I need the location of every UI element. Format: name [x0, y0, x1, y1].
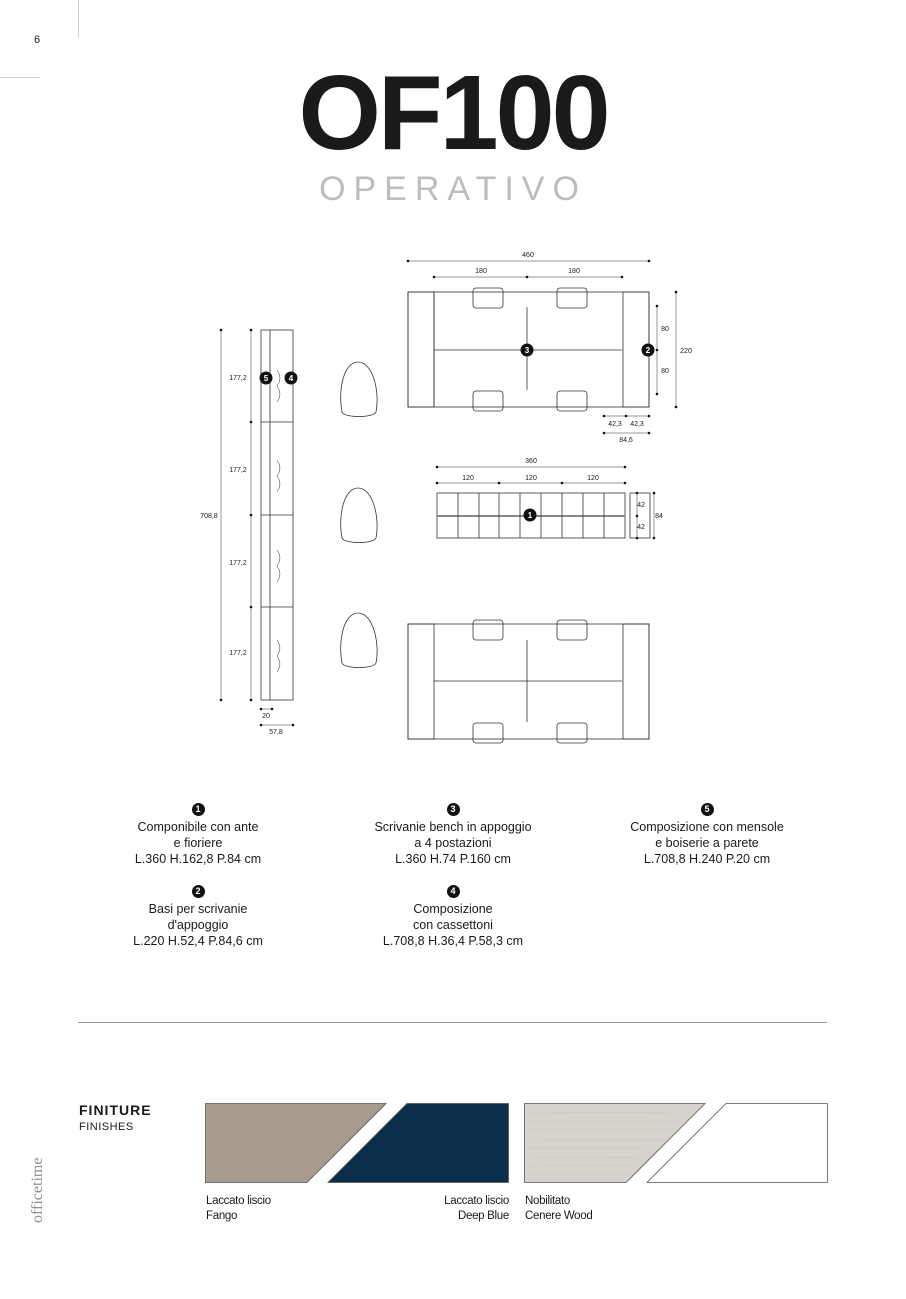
item-description-5: 5 Composizione con mensole e boiserie a … — [592, 800, 822, 867]
page-title: OF100 — [298, 54, 610, 172]
wall-column — [260, 329, 294, 701]
left-divider — [0, 77, 40, 78]
section-divider — [78, 1022, 827, 1023]
dim-wall-total: 708,8 — [200, 513, 218, 520]
swatch-label-cenere-wood: Nobilitato Cenere Wood — [525, 1194, 593, 1224]
swatch-label-line2: Cenere Wood — [525, 1210, 593, 1222]
dim-mid-overall: 360 — [525, 458, 537, 465]
item-size: L.708,8 H.240 P.20 cm — [643, 852, 771, 866]
dim-wall-1: 177,2 — [229, 375, 247, 382]
drawing-badge-4: 4 — [289, 374, 294, 383]
officetime-logo: officetime — [29, 1158, 46, 1223]
item-line2: a 4 postazioni — [414, 836, 492, 850]
swatch-fango — [205, 1103, 387, 1183]
item-line2: e fioriere — [173, 836, 223, 850]
dim-top-right: 180 — [568, 268, 580, 275]
item-badge: 3 — [446, 803, 460, 816]
planter-1 — [340, 361, 378, 417]
swatch-label-deep-blue: Laccato liscio Deep Blue — [388, 1194, 509, 1224]
item-description-3: 3 Scrivanie bench in appoggio a 4 postaz… — [338, 800, 568, 867]
brand-name: officetime — [29, 1158, 46, 1223]
dim-wall-depth-2: 57,8 — [269, 729, 283, 736]
drawing-badge-5: 5 — [264, 374, 269, 383]
top-divider — [78, 0, 79, 38]
finishes-title: FINITURE — [79, 1102, 152, 1118]
drawing-badge-1: 1 — [528, 511, 533, 520]
planter-3 — [340, 612, 378, 668]
item-line1: Componibile con ante — [137, 820, 259, 834]
item-line2: con cassettoni — [413, 918, 493, 932]
swatch-white — [646, 1103, 828, 1183]
page-subtitle: OPERATIVO — [319, 170, 587, 208]
finish-swatches — [205, 1103, 828, 1183]
item-line2: d'appoggio — [167, 918, 229, 932]
swatch-deep-blue — [327, 1103, 509, 1183]
drawing-badge-3: 3 — [525, 346, 530, 355]
page-number: 6 — [34, 34, 41, 46]
dim-top-left: 180 — [475, 268, 487, 275]
item-line1: Composizione con mensole — [630, 820, 784, 834]
item-line1: Composizione — [413, 902, 493, 916]
finishes-subtitle: FINISHES — [79, 1121, 134, 1133]
swatch-label-line2: Fango — [206, 1210, 238, 1222]
swatch-label-line1: Nobilitato — [525, 1195, 570, 1207]
item-description-2: 2 Basi per scrivanie d'appoggio L.220 H.… — [83, 882, 313, 949]
item-badge: 5 — [700, 803, 714, 816]
swatch-label-line1: Laccato liscio — [444, 1195, 509, 1207]
item-size: L.708,8 H.36,4 P.58,3 cm — [382, 934, 524, 948]
dim-mid-1: 120 — [462, 475, 474, 482]
item-description-1: 1 Componibile con ante e fioriere L.360 … — [83, 800, 313, 867]
swatch-label-line1: Laccato liscio — [206, 1195, 271, 1207]
drawing-badge-2: 2 — [646, 346, 651, 355]
dim-mid-2: 120 — [525, 475, 537, 482]
cabinet-elevation — [436, 492, 651, 539]
dim-wall-4: 177,2 — [229, 650, 247, 657]
item-badge: 2 — [191, 885, 205, 898]
planter-2 — [340, 487, 378, 543]
swatch-label-fango: Laccato liscio Fango — [206, 1194, 271, 1224]
item-badge: 4 — [446, 885, 460, 898]
item-description-4: 4 Composizione con cassettoni L.708,8 H.… — [338, 882, 568, 949]
dim-top-leg-2: 42,3 — [630, 421, 644, 428]
dim-wall-2: 177,2 — [229, 467, 247, 474]
dim-mid-side-2: 42 — [637, 524, 645, 531]
dim-wall-depth-1: 20 — [262, 713, 270, 720]
bench-plan-bottom — [407, 619, 650, 744]
dim-top-side-total: 220 — [680, 348, 692, 355]
technical-drawing: 460 180 180 80 80 220 42,3 42,3 84,6 360… — [200, 252, 692, 744]
dim-top-side-2: 80 — [661, 368, 669, 375]
dim-mid-side-total: 84 — [655, 513, 663, 520]
item-size: L.220 H.52,4 P.84,6 cm — [133, 934, 263, 948]
item-size: L.360 H.74 P.160 cm — [395, 852, 511, 866]
dim-wall-3: 177,2 — [229, 560, 247, 567]
dim-top-overall: 460 — [522, 252, 534, 259]
item-line1: Basi per scrivanie — [148, 902, 248, 916]
dim-mid-3: 120 — [587, 475, 599, 482]
item-line1: Scrivanie bench in appoggio — [374, 820, 532, 834]
item-size: L.360 H.162,8 P.84 cm — [134, 852, 262, 866]
dim-mid-side-1: 42 — [637, 502, 645, 509]
dim-top-leg-total: 84,6 — [619, 437, 633, 444]
dim-top-leg-1: 42,3 — [608, 421, 622, 428]
swatch-cenere-wood — [524, 1103, 706, 1183]
item-line2: e boiserie a parete — [655, 836, 759, 850]
item-badge: 1 — [191, 803, 205, 816]
swatch-label-line2: Deep Blue — [457, 1210, 509, 1222]
dim-top-side-1: 80 — [661, 326, 669, 333]
